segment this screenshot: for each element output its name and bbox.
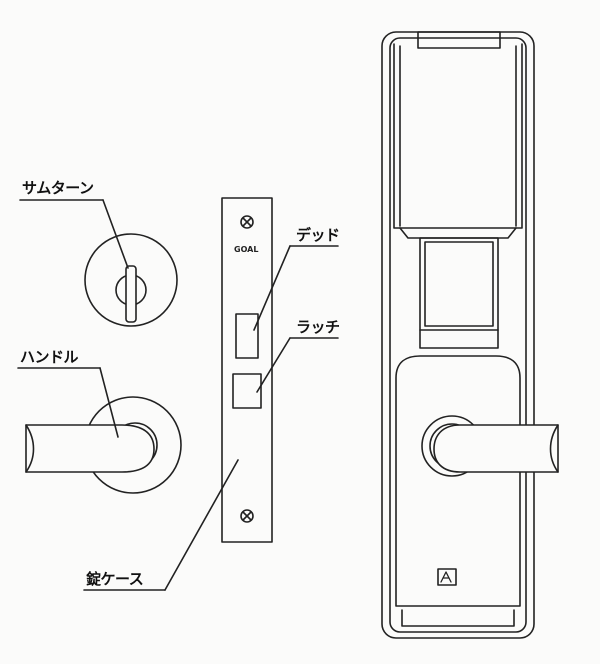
thumb-turn-lever (125, 265, 137, 323)
deadbolt-hole (235, 313, 259, 359)
cover-panel (393, 43, 523, 229)
handle-plate (395, 355, 521, 607)
latch-label: ラッチ (296, 318, 340, 336)
lock-outer-frame (381, 31, 535, 639)
lock-case (221, 197, 273, 543)
brand-text: GOAL (234, 245, 259, 254)
top-cap (417, 31, 501, 49)
top-screw-icon (240, 215, 254, 229)
right-handle-lever (433, 424, 559, 473)
case-label: 錠ケース (86, 570, 144, 588)
lock-body (381, 31, 559, 639)
thumb-turn-rose (84, 233, 178, 327)
faceplate (221, 197, 273, 543)
bottom-screw-icon (240, 509, 254, 523)
brand-logo-icon (437, 568, 457, 586)
thumb-turn (84, 233, 178, 327)
handle (25, 396, 182, 494)
key-slot-window (419, 237, 499, 331)
dead-label: デッド (296, 226, 340, 244)
thumb-turn-label: サムターン (22, 179, 94, 197)
handle-label: ハンドル (20, 348, 79, 366)
handle-lever (25, 424, 155, 473)
key-slot-tab (419, 329, 499, 349)
latch-hole (232, 373, 262, 409)
